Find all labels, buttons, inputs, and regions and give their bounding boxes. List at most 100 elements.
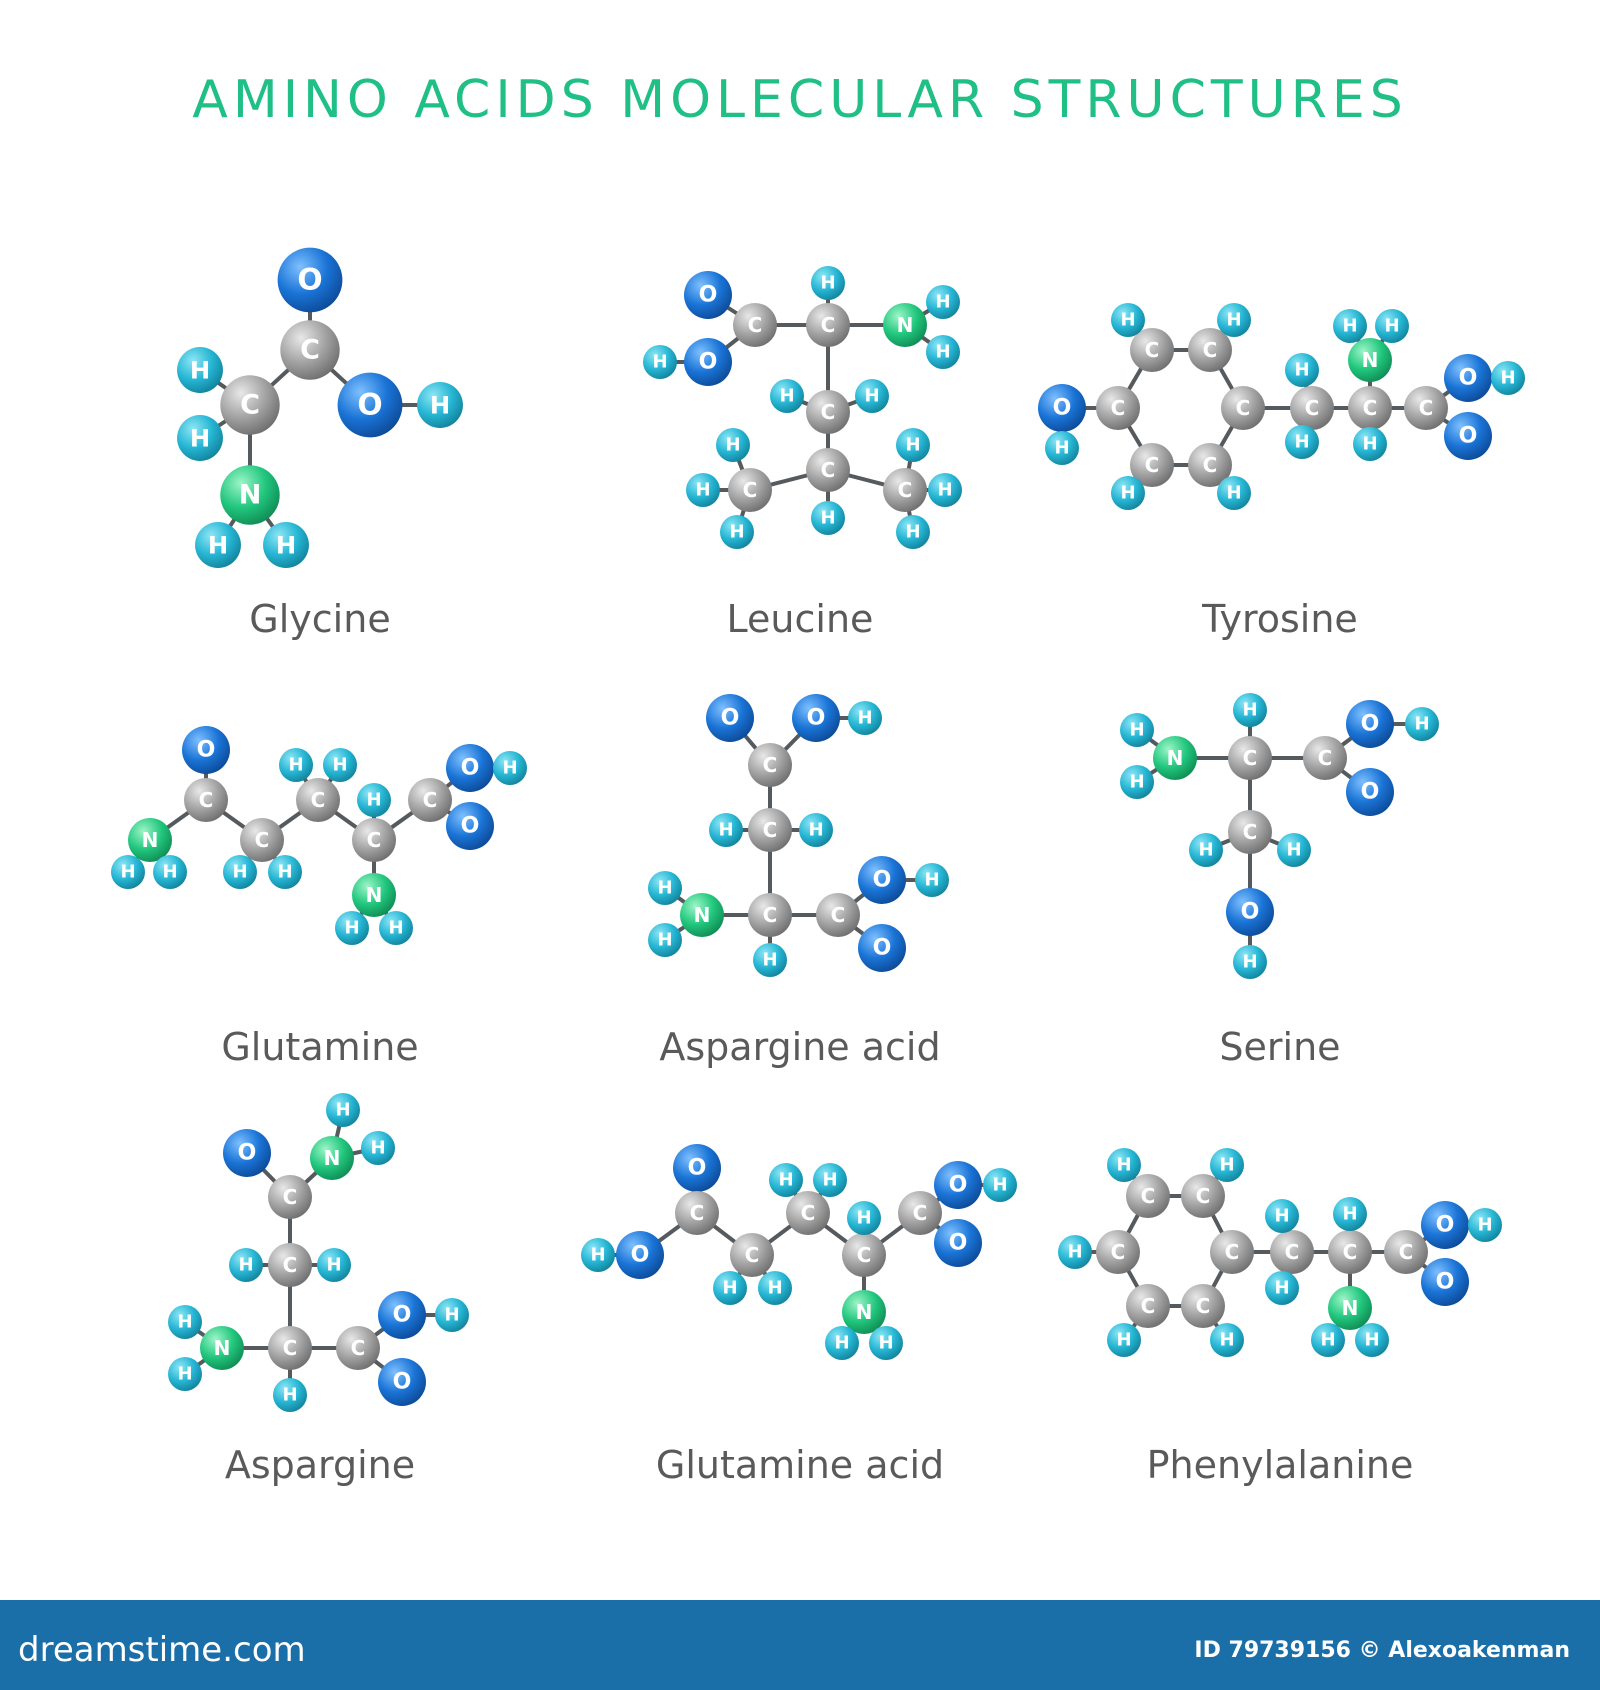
aspargine-atom-o: O xyxy=(378,1291,426,1339)
tyrosine-atom-c: C xyxy=(1290,386,1334,430)
leucine-atom-sphere xyxy=(883,468,927,512)
phenylalanine-atom-sphere xyxy=(1210,1323,1244,1357)
glutamine-acid-atom-label: H xyxy=(822,1170,837,1191)
aspargine-acid-atom-h: H xyxy=(753,943,787,977)
glutamine-acid-atom-c: C xyxy=(730,1233,774,1277)
aspargine-atom-sphere xyxy=(229,1248,263,1282)
phenylalanine-atom-o: O xyxy=(1421,1201,1469,1249)
glutamine-atom-label: H xyxy=(162,862,177,883)
phenylalanine-atom-sphere xyxy=(1210,1148,1244,1182)
leucine-atom-label: C xyxy=(898,478,913,502)
phenylalanine-atom-h: H xyxy=(1210,1323,1244,1357)
page-title: AMINO ACIDS MOLECULAR STRUCTURES xyxy=(192,70,1408,130)
leucine-atom-sphere xyxy=(728,468,772,512)
phenylalanine-atom-label: H xyxy=(1320,1330,1335,1351)
tyrosine-atom-h: H xyxy=(1353,427,1387,461)
glutamine-acid-atom-label: C xyxy=(913,1201,928,1225)
leucine-atom-o: O xyxy=(684,338,732,386)
serine-atom-o: O xyxy=(1226,888,1274,936)
phenylalanine-atom-sphere xyxy=(1311,1323,1345,1357)
aspargine-atom-label: O xyxy=(238,1141,257,1166)
tyrosine-atom-sphere xyxy=(1285,353,1319,387)
serine-atom-h: H xyxy=(1277,833,1311,867)
footer-bar: dreamstime.com ID 79739156 © Alexoakenma… xyxy=(0,1600,1600,1690)
phenylalanine-atom-c: C xyxy=(1096,1230,1140,1274)
glutamine-atom-label: C xyxy=(311,788,326,812)
glycine-atom-label: O xyxy=(357,388,382,423)
glutamine-atom-c: C xyxy=(296,778,340,822)
aspargine-acid-atom-sphere xyxy=(799,813,833,847)
serine-atom-label: C xyxy=(1318,746,1333,770)
tyrosine-atom-label: O xyxy=(1459,366,1478,391)
glutamine-acid-atom-sphere xyxy=(842,1290,886,1334)
glutamine-acid-atom-sphere xyxy=(934,1219,982,1267)
serine-atom-sphere xyxy=(1189,833,1223,867)
glutamine-atom-label: H xyxy=(288,755,303,776)
glycine-atom-label: H xyxy=(208,531,228,560)
leucine-atom-sphere xyxy=(811,266,845,300)
glycine-atom-sphere xyxy=(177,415,223,461)
aspargine-acid-atom-h: H xyxy=(799,813,833,847)
glutamine-acid-atom-sphere xyxy=(786,1191,830,1235)
serine-atom-sphere xyxy=(1405,707,1439,741)
tyrosine-atom-c: C xyxy=(1096,386,1140,430)
glutamine-acid-atom-h: H xyxy=(825,1326,859,1360)
phenylalanine-atom-label: C xyxy=(1285,1240,1300,1264)
tyrosine-atom-label: H xyxy=(1120,310,1135,331)
aspargine-acid-atom-label: H xyxy=(718,820,733,841)
leucine-atom-label: H xyxy=(820,273,835,294)
glycine-atom-label: N xyxy=(239,480,262,511)
stock-id-credit: ID 79739156 © Alexoakenman xyxy=(1194,1638,1570,1663)
phenylalanine-atom-h: H xyxy=(1355,1323,1389,1357)
tyrosine-atom-h: H xyxy=(1111,476,1145,510)
glutamine-atom-label: H xyxy=(388,918,403,939)
tyrosine-atom-sphere xyxy=(1285,425,1319,459)
aspargine-acid-atom-c: C xyxy=(748,808,792,852)
serine-atom-sphere xyxy=(1303,736,1347,780)
tyrosine-atom-c: C xyxy=(1188,443,1232,487)
aspargine-atom-sphere xyxy=(310,1136,354,1180)
aspargine-acid-atom-label: H xyxy=(657,878,672,899)
leucine-atom-label: H xyxy=(652,352,667,373)
leucine-atom-h: H xyxy=(926,285,960,319)
glutamine-acid-atom-label: O xyxy=(688,1156,707,1181)
glutamine-acid-atom-label: N xyxy=(856,1300,873,1324)
tyrosine-atom-o: O xyxy=(1444,354,1492,402)
glutamine-acid-atom-label: C xyxy=(857,1243,872,1267)
glutamine-acid-atom-label: H xyxy=(767,1278,782,1299)
glutamine-atom-sphere xyxy=(379,911,413,945)
glutamine-atom-sphere xyxy=(279,748,313,782)
tyrosine-atom-c: C xyxy=(1348,386,1392,430)
phenylalanine-atom-sphere xyxy=(1265,1199,1299,1233)
aspargine-acid-atom-n: N xyxy=(680,893,724,937)
aspargine-acid-atom-label: H xyxy=(808,820,823,841)
serine-atom-h: H xyxy=(1405,707,1439,741)
aspargine-acid-atom-sphere xyxy=(816,893,860,937)
aspargine-atom-c: C xyxy=(268,1326,312,1370)
glutamine-atom-sphere xyxy=(335,911,369,945)
aspargine-acid-atom-label: H xyxy=(924,870,939,891)
tyrosine-atom-sphere xyxy=(1111,303,1145,337)
brand-logo-text[interactable]: dreamstime.com xyxy=(18,1630,306,1670)
aspargine-atom-sphere xyxy=(268,1326,312,1370)
leucine-atom-label: H xyxy=(937,480,952,501)
aspargine-acid-atom-h: H xyxy=(915,863,949,897)
aspargine-acid-name: Aspargine acid xyxy=(659,1025,940,1069)
glutamine-atom-label: C xyxy=(199,788,214,812)
aspargine-atom-label: H xyxy=(238,1255,253,1276)
glutamine-acid-atom-label: H xyxy=(834,1333,849,1354)
tyrosine-atom-c: C xyxy=(1188,328,1232,372)
tyrosine-atom-h: H xyxy=(1375,309,1409,343)
phenylalanine-atom-label: H xyxy=(1067,1242,1082,1263)
leucine-atom-label: C xyxy=(821,313,836,337)
tyrosine-atom-label: H xyxy=(1120,483,1135,504)
leucine-atom-c: C xyxy=(806,390,850,434)
glutamine-acid-atom-sphere xyxy=(581,1238,615,1272)
glutamine-atom-h: H xyxy=(268,855,302,889)
aspargine-atom-sphere xyxy=(361,1131,395,1165)
leucine-atom-label: H xyxy=(935,342,950,363)
leucine-atom-sphere xyxy=(643,345,677,379)
tyrosine-atom-c: C xyxy=(1130,328,1174,372)
aspargine-acid-atom-h: H xyxy=(648,923,682,957)
tyrosine-atom-sphere xyxy=(1111,476,1145,510)
